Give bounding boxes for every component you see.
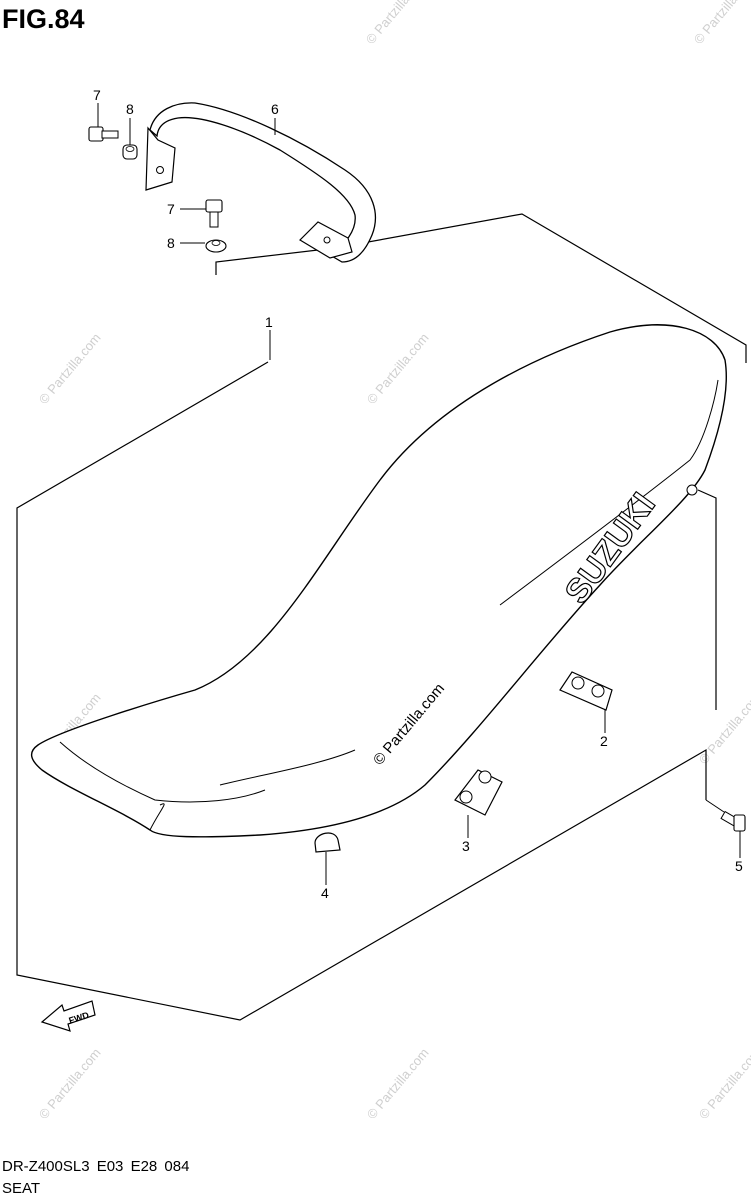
callout-3: 3 [462,838,470,854]
seat-strap-front-bolt-hole [156,166,164,174]
watermark-bottom-middle: © Partzilla.com [364,1045,432,1122]
watermark-bottom-right: © Partzilla.com [696,1045,751,1122]
seat-cushion-4[interactable] [314,832,341,853]
assembly-frame-left [16,361,707,1021]
callout-4: 4 [321,885,329,901]
bolt-7-rear-shank [209,211,219,228]
watermark-upper-left: © Partzilla.com [36,330,104,407]
forward-arrow-shape [40,1000,96,1032]
washer-8-front-hole [125,146,135,152]
bolt-7-front-head [88,126,104,142]
seat-strap-body [149,102,377,263]
callout-labels: 1 2 3 4 5 6 7 7 8 8 [93,87,743,901]
callout-7-rear: 7 [167,201,175,217]
seat-bracket-3-body [454,769,503,816]
callout-6: 6 [271,101,279,117]
watermark-top-middle: © Partzilla.com [363,0,431,47]
model-code: DR-Z400SL3 E03 E28 084 [2,1158,190,1175]
callout-5: 5 [735,858,743,874]
seat-bracket-2-boss-right [591,684,605,698]
bolt-7-rear-head [205,199,223,213]
washer-8-rear-body [205,239,227,253]
assembly-frame [215,213,747,363]
seat-bracket-2-boss-left [571,676,585,690]
seat-strap-rear-bolt-hole [323,236,331,244]
seat-strap[interactable] [145,102,377,263]
seat-bracket-2[interactable] [559,671,613,711]
callout-8-rear: 8 [167,235,175,251]
callout-1: 1 [265,314,273,330]
watermark-top-right: © Partzilla.com [691,0,751,47]
watermark-bottom-left: © Partzilla.com [36,1045,104,1122]
leader-lines [97,103,741,885]
seat-bracket-3[interactable] [454,769,503,816]
bolt-7-front[interactable] [88,126,119,142]
washer-8-rear-hole [211,240,221,246]
figure-name: SEAT [2,1180,41,1197]
seat-hump-line [149,803,165,831]
bolt-7-rear[interactable] [205,199,223,228]
seat-top-edge [59,741,266,803]
seat-strap-front-bracket [145,126,176,191]
washer-8-rear[interactable] [205,239,227,253]
seat-side-seam [219,749,356,786]
bolt-5-head [733,814,746,832]
seat-cushion-4-body [314,832,341,853]
watermark-mid-right: © Partzilla.com [696,690,751,767]
bolt-5[interactable] [720,810,746,832]
bolt-7-front-shank [101,130,119,139]
callout-2: 2 [600,733,608,749]
leader-5-frame [705,799,725,813]
seat-bracket-3-boss-left [459,790,473,804]
seat-bracket-3-boss-right [478,770,492,784]
washer-8-front[interactable] [122,144,138,160]
figure-title: FIG.84 [2,4,85,34]
watermark-upper-middle: © Partzilla.com [364,330,432,407]
callout-7-front: 7 [93,87,101,103]
seat-outline [31,324,727,838]
callout-8-front: 8 [126,101,134,117]
assembly-frame-right [697,489,717,710]
seat-rear-seam [499,379,719,606]
forward-direction-arrow: FWD [40,1000,96,1032]
seat-rear-mount-hole [686,484,698,496]
